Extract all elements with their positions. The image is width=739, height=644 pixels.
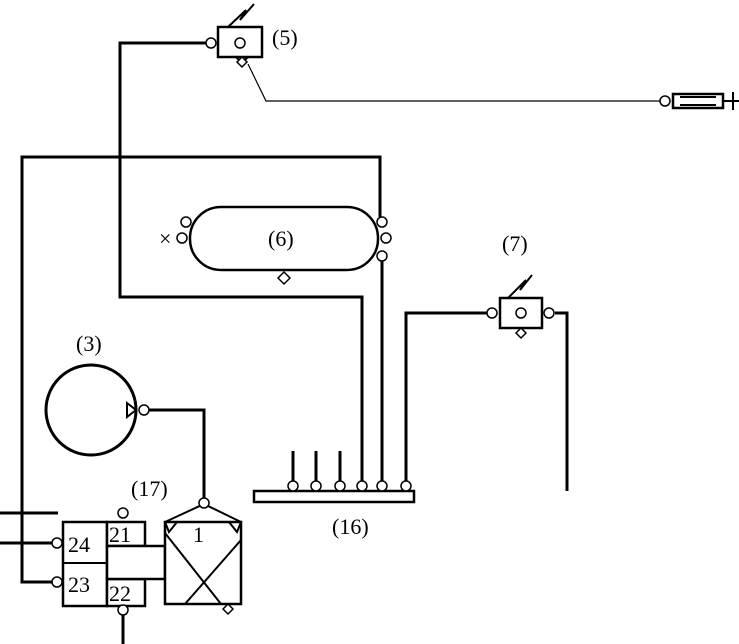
valve-7	[486, 274, 555, 340]
label-port-24: 24	[68, 532, 90, 557]
pipe-valve5-to-cylinder	[247, 63, 660, 102]
compressor-3	[44, 363, 150, 457]
label-manifold-16: (16)	[332, 514, 369, 539]
pipe-compressor-to-unit1	[146, 408, 206, 500]
unit-1	[163, 497, 243, 616]
label-port-22: 22	[109, 581, 131, 606]
manifold-16	[252, 480, 416, 504]
label-unit-1: 1	[193, 522, 204, 547]
pipe-lines	[0, 41, 660, 644]
valve-5	[205, 3, 264, 69]
label-valve-5: (5)	[272, 25, 298, 50]
label-port-21: 21	[109, 522, 131, 547]
label-block-17: (17)	[131, 476, 168, 501]
pipe-valve7-to-manifold	[404, 311, 491, 484]
label-valve-7: (7)	[502, 231, 528, 256]
label-port-23: 23	[68, 572, 90, 597]
block-17	[51, 507, 167, 616]
label-reservoir-6: (6)	[268, 226, 294, 251]
actuator-cylinder	[659, 92, 739, 110]
drain-mark: ×	[159, 226, 171, 251]
pipe-left-23	[20, 513, 52, 584]
reservoir-6	[176, 205, 392, 286]
pipe-valve7-outlet	[555, 311, 569, 491]
pipe-valve5-to-manifold	[118, 41, 364, 484]
label-compressor-3: (3)	[76, 331, 102, 356]
